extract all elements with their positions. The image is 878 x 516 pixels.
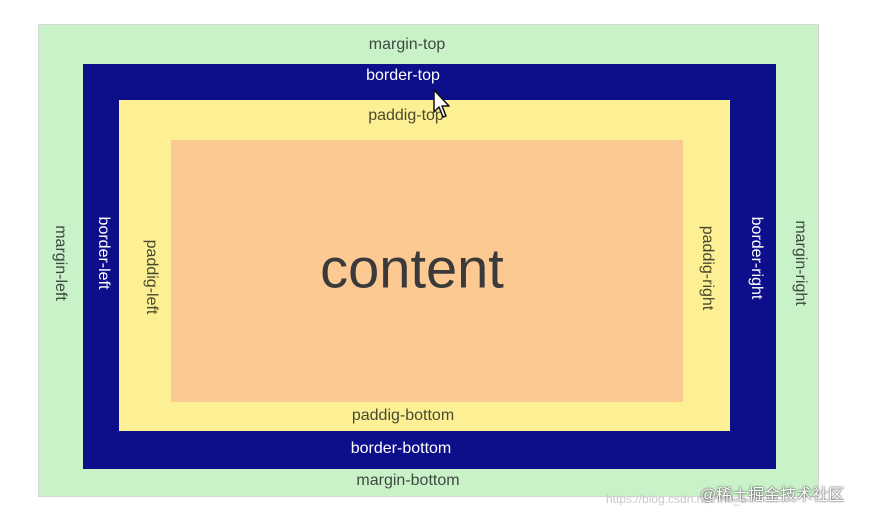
watermark-brand: @稀土掘金技术社区: [700, 487, 845, 504]
border-bottom-label: border-bottom: [350, 440, 452, 457]
content-area: [171, 140, 683, 402]
padding-left-label: paddig-left: [143, 239, 160, 315]
padding-right-label: paddig-right: [699, 225, 716, 311]
margin-top-label: margin-top: [368, 36, 446, 53]
mouse-pointer-icon: [433, 89, 450, 118]
border-right-label: border-right: [748, 216, 765, 300]
padding-bottom-label: paddig-bottom: [351, 407, 455, 424]
margin-right-label: margin-right: [792, 220, 809, 306]
content-label: content: [320, 236, 504, 300]
padding-top-label: paddig-top: [368, 107, 444, 124]
border-left-label: border-left: [95, 216, 112, 290]
border-top-label: border-top: [366, 67, 440, 84]
watermark-url: https://blog.csdn.net/m0_5: [606, 492, 747, 506]
margin-left-label: margin-left: [52, 225, 69, 301]
margin-bottom-label: margin-bottom: [356, 472, 460, 489]
